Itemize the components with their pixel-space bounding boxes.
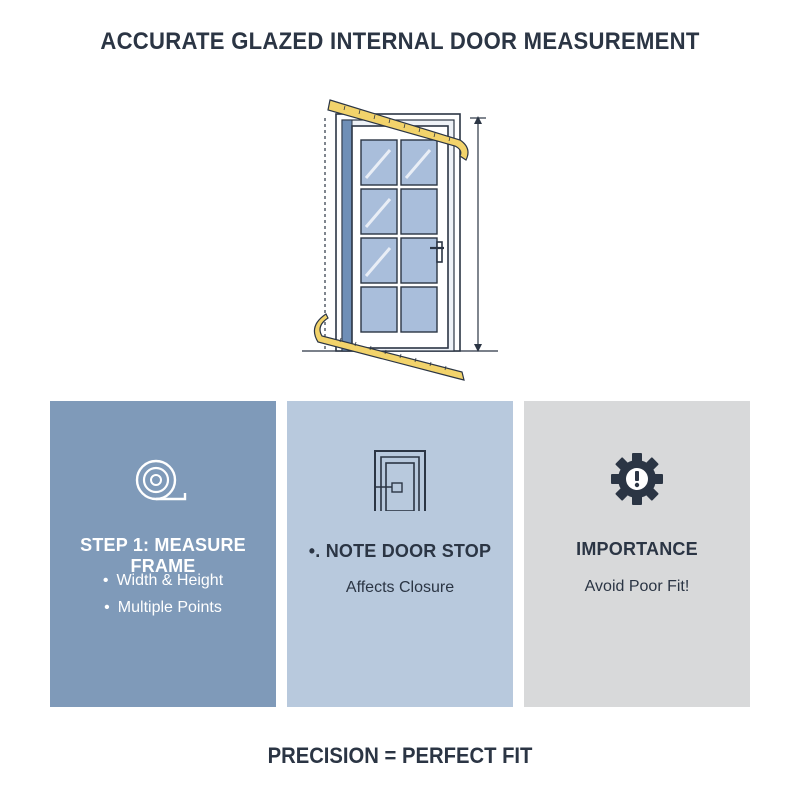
door-stop-icon xyxy=(374,450,426,511)
tape-measure-bottom xyxy=(313,313,465,381)
arrow-up-icon xyxy=(474,116,482,124)
panel-heading: IMPORTANCE xyxy=(576,539,698,559)
page-title: ACCURATE GLAZED INTERNAL DOOR MEASUREMEN… xyxy=(100,28,700,55)
panel-text: Affects Closure xyxy=(345,579,455,596)
door-illustration xyxy=(302,99,498,381)
tape-measure-icon xyxy=(135,459,187,501)
panel-heading: •. NOTE DOOR STOP xyxy=(308,541,492,561)
panel-importance: IMPORTANCE Avoid Poor Fit! xyxy=(524,401,750,707)
panel-text: Avoid Poor Fit! xyxy=(584,578,690,595)
list-item: Width & Height xyxy=(50,567,276,594)
bullet-list: Width & Height Multiple Points xyxy=(50,567,276,621)
list-item: Multiple Points xyxy=(50,594,276,621)
tape-measure-top xyxy=(327,99,469,161)
gear-alert-icon xyxy=(611,453,663,505)
glazed-panels xyxy=(360,139,438,333)
panel-measure-frame: STEP 1: MEASURE FRAME Width & Height Mul… xyxy=(50,401,276,707)
panel-door-stop: •. NOTE DOOR STOP Affects Closure xyxy=(287,401,513,707)
footer-tagline: PRECISION = PERFECT FIT xyxy=(267,743,533,768)
door-handle-icon xyxy=(430,241,444,263)
arrow-down-icon xyxy=(474,344,482,352)
